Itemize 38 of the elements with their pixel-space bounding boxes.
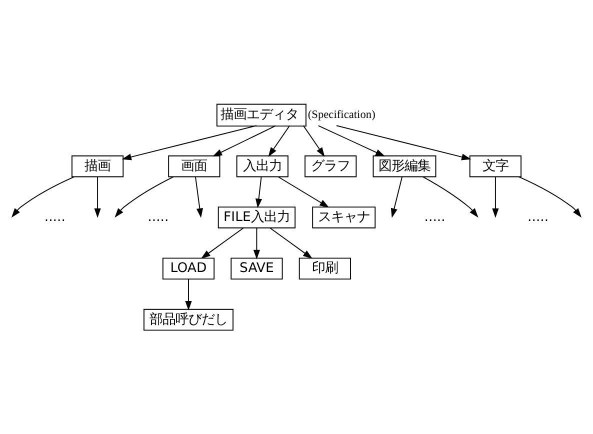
arrow <box>422 176 478 218</box>
node-box: 部品呼びだし <box>144 308 234 331</box>
node-box: LOAD <box>162 258 215 280</box>
arrow <box>185 278 192 310</box>
arrow <box>122 125 257 160</box>
arrow <box>195 176 204 218</box>
node-box: SAVE <box>230 258 283 280</box>
arrow <box>268 125 290 157</box>
arrow <box>212 125 276 156</box>
arrow <box>492 176 499 218</box>
node-box: 画面 <box>168 155 220 178</box>
node-box: 描画エディタ <box>216 104 306 127</box>
arrow <box>302 125 325 157</box>
label: ..... <box>528 210 549 225</box>
arrow <box>518 176 582 218</box>
label: ..... <box>148 210 169 225</box>
arrow <box>269 227 312 259</box>
arrow <box>390 176 403 218</box>
arrow <box>114 176 174 218</box>
node-label: (Specification) <box>308 109 376 122</box>
arrow <box>278 176 330 208</box>
arrow <box>255 176 262 208</box>
node-box: 文字 <box>469 155 522 178</box>
node-box: グラフ <box>304 155 357 178</box>
label: ..... <box>44 210 66 225</box>
node-box: FILE入出力 <box>218 206 296 228</box>
node-box: 印刷 <box>298 258 351 280</box>
arrow <box>200 227 244 259</box>
arrow <box>336 125 472 160</box>
label: ..... <box>424 210 446 225</box>
node-box: 入出力 <box>236 155 288 178</box>
arrow <box>11 176 75 218</box>
node-box: 描画 <box>72 155 124 178</box>
arrow <box>318 125 386 156</box>
arrow <box>94 176 101 218</box>
node-box: スキャナ <box>312 206 376 228</box>
arrow <box>253 227 260 260</box>
node-box: 図形編集 <box>372 155 436 178</box>
